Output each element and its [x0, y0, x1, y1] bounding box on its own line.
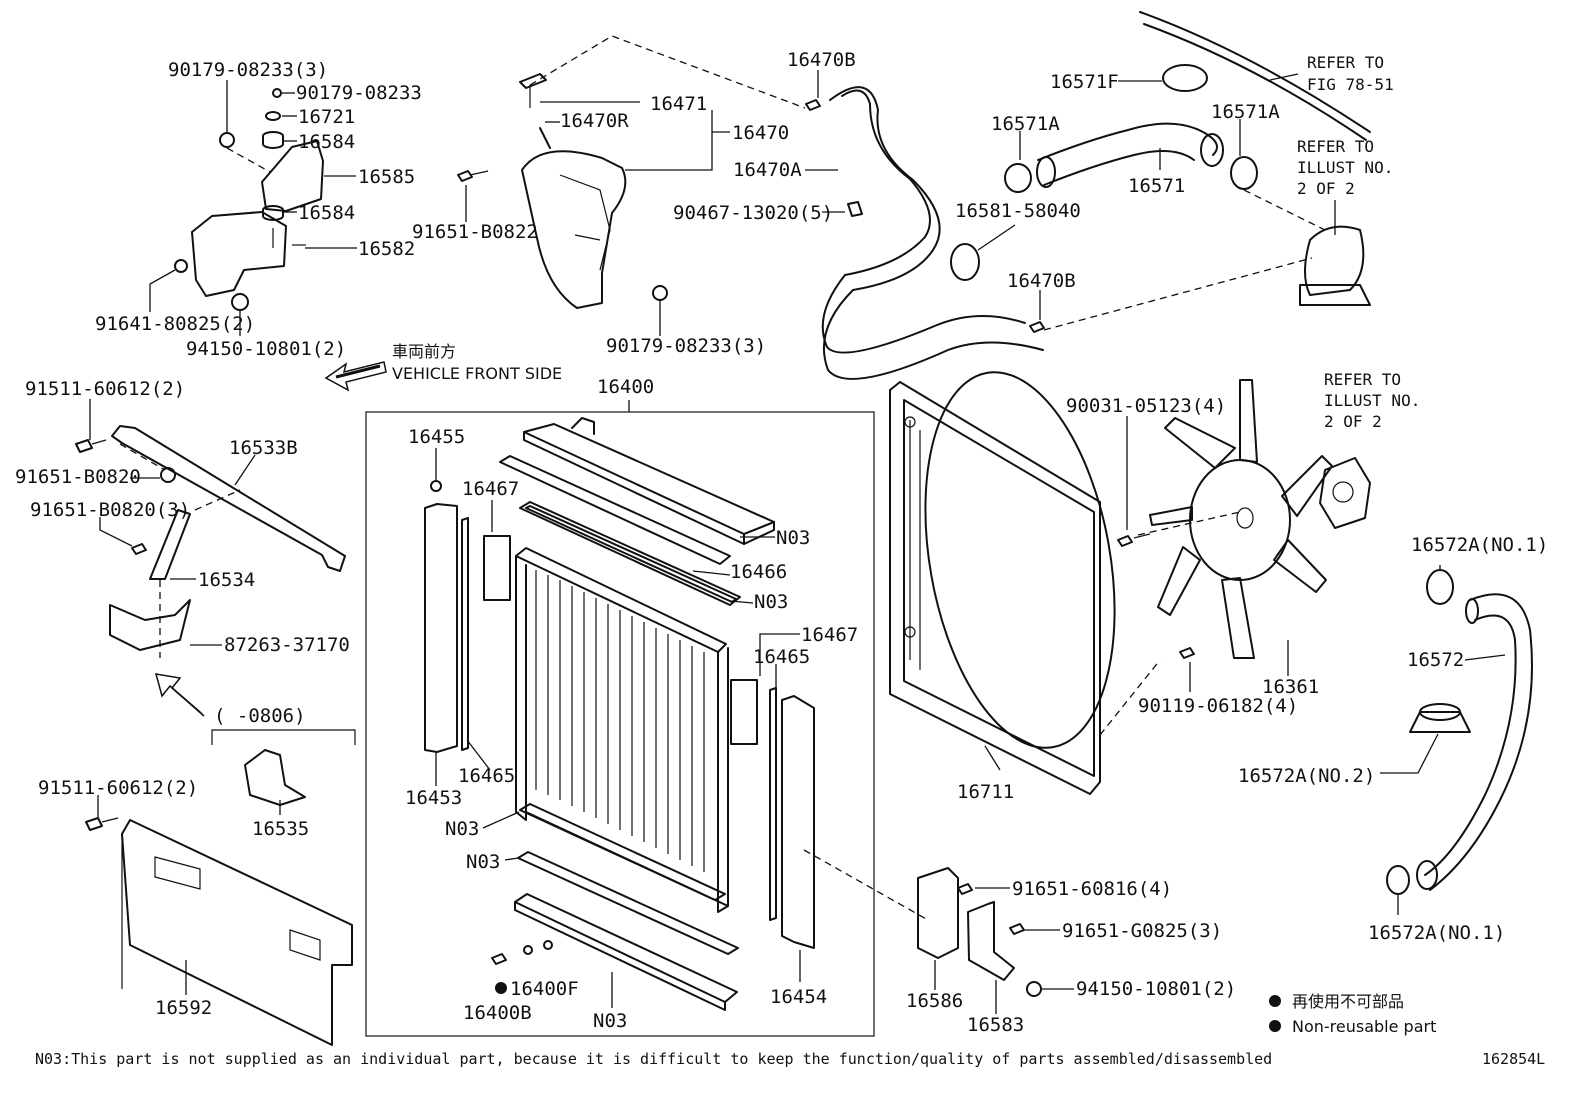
footnote: N03:This part is not supplied as an indi… [35, 1050, 1272, 1068]
label-n03-a: N03 [776, 527, 810, 549]
label-16584b: 16584 [298, 202, 355, 224]
vehicle-front-arrow [324, 361, 387, 392]
label-16533b: 16533B [229, 437, 298, 459]
overflow-hose-group [805, 70, 1313, 380]
support-bar-group [75, 399, 356, 1046]
label-16571: 16571 [1128, 175, 1185, 197]
label-16470R: 16470R [560, 110, 629, 132]
label-91651-b0820-3: 91651-B0820(3) [30, 499, 190, 521]
ref-illust2-line1: REFER TO [1324, 370, 1401, 389]
label-90031: 90031-05123(4) [1066, 395, 1226, 417]
label-16455: 16455 [408, 426, 465, 448]
label-16453: 16453 [405, 787, 462, 809]
label-16471: 16471 [650, 93, 707, 115]
nonreusable-dot-16400f [495, 982, 507, 994]
label-16582: 16582 [358, 238, 415, 260]
label-90467: 90467-13020(5) [673, 202, 833, 224]
label-90119: 90119-06182(4) [1138, 695, 1298, 717]
label-16454: 16454 [770, 986, 827, 1008]
label-16470a: 16470A [733, 159, 802, 181]
label-87263: 87263-37170 [224, 634, 350, 656]
label-90179-08233-3a: 90179-08233(3) [168, 59, 328, 81]
legend-dot-en [1269, 1020, 1281, 1032]
front-label-en: VEHICLE FRONT SIDE [392, 364, 562, 383]
label-16571a-right: 16571A [1211, 101, 1280, 123]
ref-fig-line2: FIG 78-51 [1307, 75, 1394, 94]
label-16721: 16721 [298, 106, 355, 128]
label-16572a-no1-top: 16572A(NO.1) [1411, 534, 1548, 556]
label-16583: 16583 [967, 1014, 1024, 1036]
label-16400b: 16400B [463, 1002, 532, 1024]
ref-fig-line1: REFER TO [1307, 53, 1384, 72]
label-91511a: 91511-60612(2) [25, 378, 185, 400]
ref-illust1-line3: 2 OF 2 [1297, 179, 1355, 198]
radiator-assembly [365, 400, 929, 1037]
label-16400: 16400 [597, 376, 654, 398]
label-91651-g0825: 91651-G0825(3) [1062, 920, 1222, 942]
lower-hose-group [1380, 565, 1533, 915]
label-n03-e: N03 [593, 1010, 627, 1032]
ref-illust1-line1: REFER TO [1297, 137, 1374, 156]
label-16586: 16586 [906, 990, 963, 1012]
label-91651-b0820: 91651-B0820 [15, 466, 141, 488]
label-0806: ( -0806) [214, 705, 306, 727]
label-16470b-mid: 16470B [1007, 270, 1076, 292]
label-16585: 16585 [358, 166, 415, 188]
label-16572a-no2: 16572A(NO.2) [1238, 765, 1375, 787]
label-94150b: 94150-10801(2) [1076, 978, 1236, 1000]
label-91651-b0822: 91651-B0822 [412, 221, 538, 243]
label-n03-b: N03 [754, 591, 788, 613]
label-16571f: 16571F [1050, 71, 1119, 93]
ref-illust1-line2: ILLUST NO. [1297, 158, 1393, 177]
upper-bracket-group [149, 80, 357, 336]
label-16592: 16592 [155, 997, 212, 1019]
label-16572: 16572 [1407, 649, 1464, 671]
label-16400f: 16400F [510, 978, 579, 1000]
legend-en: Non-reusable part [1292, 1017, 1436, 1036]
front-label-jp: 車両前方 [392, 342, 456, 361]
label-16361: 16361 [1262, 676, 1319, 698]
label-91641: 91641-80825(2) [95, 313, 255, 335]
label-16465b: 16465 [458, 765, 515, 787]
label-16584a: 16584 [298, 131, 355, 153]
label-16466: 16466 [730, 561, 787, 583]
label-16467b: 16467 [801, 624, 858, 646]
label-n03-c: N03 [445, 818, 479, 840]
label-91511b: 91511-60612(2) [38, 777, 198, 799]
label-90179-08233-3b: 90179-08233(3) [606, 335, 766, 357]
label-91651-60816: 91651-60816(4) [1012, 878, 1172, 900]
label-16535: 16535 [252, 818, 309, 840]
label-16571a-left: 16571A [991, 113, 1060, 135]
label-90179-08233: 90179-08233 [296, 82, 422, 104]
label-16465a: 16465 [753, 646, 810, 668]
ref-illust2-line2: ILLUST NO. [1324, 391, 1420, 410]
label-16711: 16711 [957, 781, 1014, 803]
label-16534: 16534 [198, 569, 255, 591]
legend-jp: 再使用不可部品 [1292, 992, 1404, 1011]
label-94150a: 94150-10801(2) [186, 338, 346, 360]
label-16467a: 16467 [462, 478, 519, 500]
ref-illust2-line3: 2 OF 2 [1324, 412, 1382, 431]
label-16470b-top: 16470B [787, 49, 856, 71]
diagram-id: 162854L [1482, 1050, 1545, 1068]
label-16581: 16581-58040 [955, 200, 1081, 222]
label-16572a-no1-bottom: 16572A(NO.1) [1368, 922, 1505, 944]
label-16470: 16470 [732, 122, 789, 144]
legend-dot-jp [1269, 995, 1281, 1007]
fan-shroud-group [889, 371, 1241, 795]
lower-bracket-group [917, 867, 1074, 1014]
upper-hose-group [950, 11, 1371, 306]
reservoir-tank-group [457, 35, 806, 336]
label-n03-d: N03 [466, 851, 500, 873]
cooling-fan-group [1117, 379, 1371, 692]
